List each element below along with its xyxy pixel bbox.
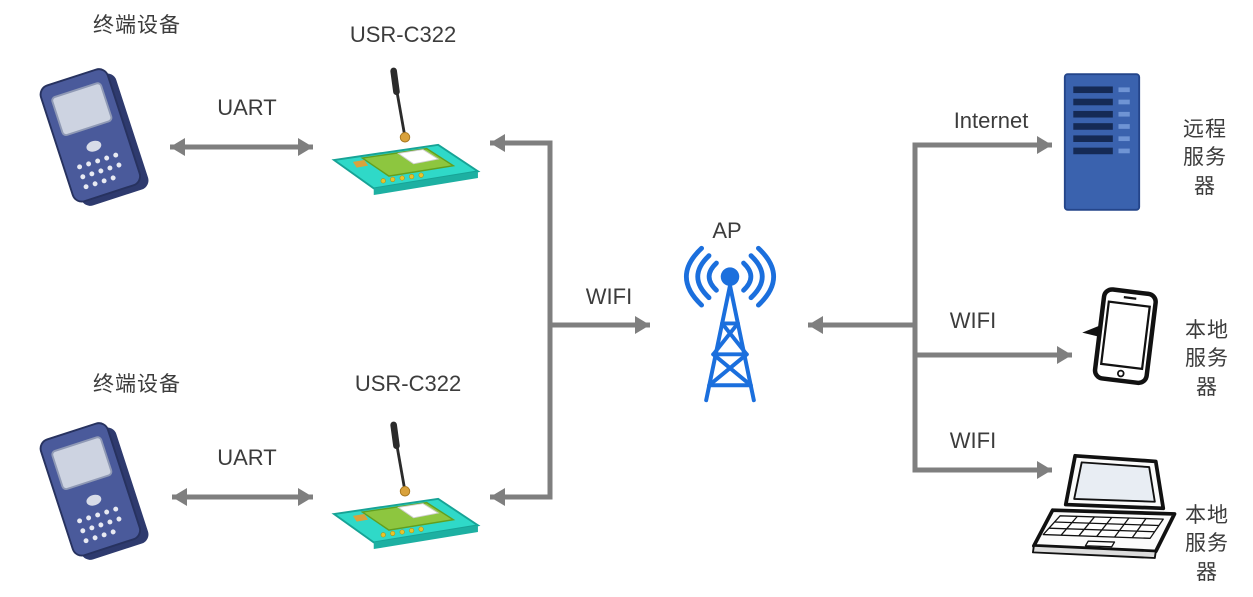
local-server-label-top: 本地 服务器 — [1185, 319, 1229, 399]
handheld-terminal-icon-bottom — [22, 420, 167, 572]
wifi-module-board-icon-top — [315, 58, 495, 208]
local-server-laptop-icon — [1032, 452, 1182, 574]
terminal-device-label-bottom: 终端设备 — [93, 373, 181, 396]
remote-server-icon — [1062, 68, 1142, 216]
uart-label-bottom: UART — [217, 445, 277, 470]
server-network-connector — [912, 136, 1052, 479]
module-label-top: USR-C322 — [349, 22, 457, 47]
ap-antenna-icon — [655, 233, 805, 413]
wifi-label-left: WIFI — [585, 284, 633, 309]
wifi-label-right-top: WIFI — [949, 308, 997, 333]
internet-label: Internet — [953, 108, 1029, 133]
wifi-label-right-bottom: WIFI — [949, 428, 997, 453]
uart-label-top: UART — [217, 95, 277, 120]
local-server-tablet-icon — [1078, 286, 1168, 389]
remote-server-label: 远程 服务器 — [1183, 118, 1227, 198]
module-ap-connector — [490, 134, 553, 506]
terminal-device-label-top: 终端设备 — [93, 14, 181, 37]
module-label-bottom: USR-C322 — [354, 371, 462, 396]
ap-label: AP — [712, 218, 742, 243]
handheld-terminal-icon-top — [22, 66, 167, 218]
wifi-module-board-icon-bottom — [315, 412, 495, 562]
local-server-label-bottom: 本地 服务器 — [1185, 504, 1229, 584]
